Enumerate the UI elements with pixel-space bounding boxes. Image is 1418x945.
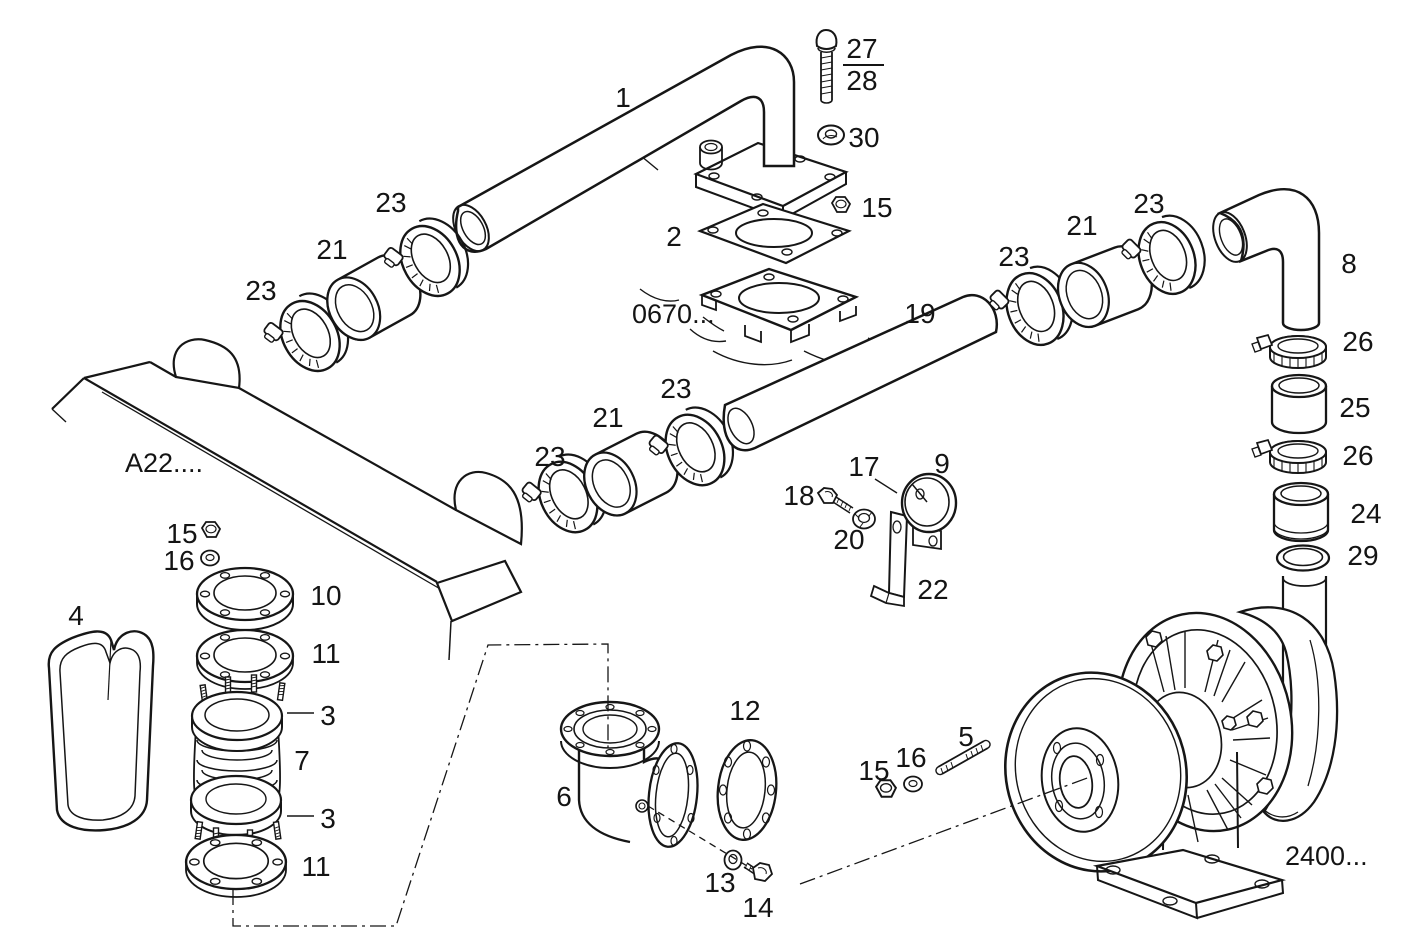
part-label-15a: 15 [861,192,892,223]
gasket-2 [697,202,852,265]
bolt-18 [816,487,854,514]
sleeve-25 [1270,373,1328,435]
ref-label-a22: A22.... [125,448,203,478]
callouts: 1 27 28 30 15 2 0670... 23 21 23 23 21 2… [68,33,1381,923]
part-label-6: 6 [556,781,572,812]
part-label-30: 30 [848,122,879,153]
washer-20 [852,508,876,530]
ref-label-0670: 0670... [632,299,715,329]
part-label-26b: 26 [1342,440,1373,471]
seal-ring-29 [1275,544,1331,572]
part-label-17: 17 [848,451,879,482]
clamp-26-lower [1251,439,1327,474]
part-label-12: 12 [729,695,760,726]
part-label-21a: 21 [316,234,347,265]
part-label-16b: 16 [895,742,926,773]
part-label-13: 13 [704,867,735,898]
part-label-3b: 3 [320,803,336,834]
part-label-27: 27 [846,33,877,64]
part-label-21c: 21 [1066,210,1097,241]
part-label-22: 22 [917,574,948,605]
clamp-group-middle [510,396,747,551]
part-label-23d: 23 [660,373,691,404]
part-label-24: 24 [1350,498,1381,529]
part-label-23f: 23 [1133,188,1164,219]
part-label-1: 1 [615,82,631,113]
turbocharger [1003,606,1339,920]
part-label-10: 10 [310,580,341,611]
clamp-group-right [979,206,1217,360]
pipe-19 [722,294,999,452]
gasket-11-upper [195,628,295,690]
bellows-7 [189,674,286,848]
nut-15-left [201,521,221,538]
part-label-5: 5 [958,721,974,752]
leader-17 [874,478,898,494]
washer-13 [723,849,743,871]
bolt-14 [743,862,774,882]
part-label-4: 4 [68,600,84,631]
ref-label-2400: 2400... [1285,841,1368,871]
flange-10 [195,566,295,631]
part-label-11b: 11 [301,851,330,882]
clamp-26-upper [1251,334,1327,369]
part-label-21b: 21 [592,402,623,433]
elbow-hose-8 [1212,188,1321,332]
bolt-27-28 [815,28,838,104]
part-label-23c: 23 [534,441,565,472]
part-label-2: 2 [666,221,682,252]
part-label-20: 20 [833,524,864,555]
part-label-23e: 23 [998,241,1029,272]
part-label-7: 7 [294,745,310,776]
part-label-15b: 15 [166,518,197,549]
part-label-3a: 3 [320,700,336,731]
engine-flange-0670 [698,267,860,344]
stud-5 [935,739,991,776]
part-label-19: 19 [904,298,935,329]
part-label-16a: 16 [163,545,194,576]
clamp-group-left [252,206,482,391]
part-label-9: 9 [934,448,950,479]
part-label-8: 8 [1341,248,1357,279]
part-label-29: 29 [1347,540,1378,571]
part-label-23b: 23 [245,275,276,306]
heat-shield-4 [47,630,155,832]
centerlines [232,643,1091,927]
part-label-15c: 15 [858,755,889,786]
gasket-12 [716,739,778,841]
nut-15-top [831,196,851,213]
washer-30 [817,124,845,146]
part-label-14: 14 [742,892,773,923]
washer-16-left [200,549,220,567]
intercooler-beam [51,338,523,661]
part-label-28: 28 [846,65,877,96]
washer-16-right [903,775,923,793]
bracket-22 [869,510,909,608]
part-label-18: 18 [783,480,814,511]
part-label-23a: 23 [375,187,406,218]
indicator-9 [900,472,958,551]
turbo-foot [1092,848,1287,920]
gasket-11-lower [184,833,288,898]
turbine-studs [1145,630,1274,795]
part-label-26a: 26 [1342,326,1373,357]
elbow-6 [559,700,699,848]
part-label-11a: 11 [311,638,340,669]
sleeve-24 [1272,481,1330,543]
part-label-25: 25 [1339,392,1370,423]
